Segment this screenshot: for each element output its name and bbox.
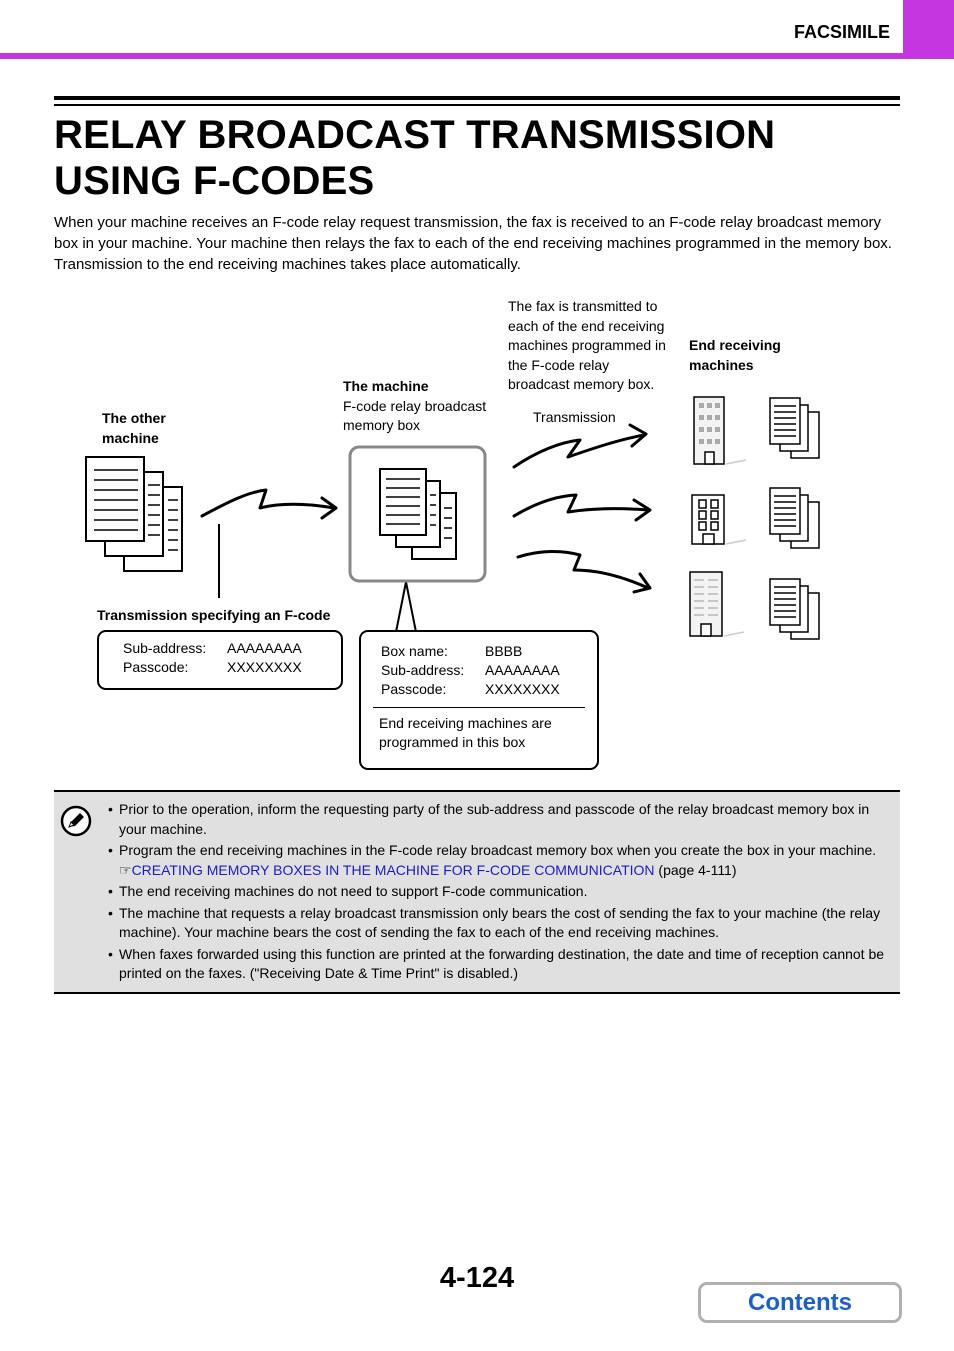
arrow-to-end-3 xyxy=(516,550,650,590)
reference-icon: ☞ xyxy=(119,861,132,878)
page-title-line1: RELAY BROADCAST TRANSMISSION xyxy=(54,113,776,157)
arrow-to-end-1 xyxy=(512,433,646,469)
document-stack-icon xyxy=(769,487,820,549)
title-rule-thin xyxy=(54,104,900,106)
fax-note: The fax is transmitted to each of the en… xyxy=(508,298,666,392)
note-item: The end receiving machines do not need t… xyxy=(108,882,894,902)
document-stack-icon xyxy=(769,397,820,459)
creating-memory-boxes-link[interactable]: CREATING MEMORY BOXES IN THE MACHINE FOR… xyxy=(131,861,655,878)
other-machine-label: The other machine xyxy=(102,410,166,446)
page-title-line2: USING F-CODES xyxy=(54,159,375,203)
note-item: Prior to the operation, inform the reque… xyxy=(108,800,894,839)
note-item: Program the end receiving machines in th… xyxy=(108,841,894,880)
arrowhead xyxy=(632,498,652,522)
callout-pointer xyxy=(395,581,417,633)
arrowhead xyxy=(628,423,648,448)
document-stack-icon xyxy=(769,578,820,640)
note-item: The machine that requests a relay broadc… xyxy=(108,904,894,943)
contents-button[interactable]: Contents xyxy=(698,1282,902,1323)
page-number: 4-124 xyxy=(439,1262,515,1294)
arrowhead xyxy=(632,572,652,594)
page-title: RELAY BROADCAST TRANSMISSION USING F-COD… xyxy=(54,112,904,204)
header-accent-tab xyxy=(903,0,954,59)
note-item: When faxes forwarded using this function… xyxy=(108,945,894,984)
the-machine-label: The machine F-code relay broadcast memor… xyxy=(343,378,487,433)
header-accent-bar xyxy=(0,53,903,59)
memory-box-info: Box name:BBBB Sub-address:AAAAAAAA Passc… xyxy=(359,630,599,770)
transmission-label: Transmission xyxy=(533,409,616,425)
title-rule xyxy=(54,96,900,100)
document-stack-icon xyxy=(85,456,183,572)
building-icon-1 xyxy=(693,396,747,465)
building-icon-2 xyxy=(691,494,747,545)
building-icon-3 xyxy=(689,571,745,637)
pencil-note-icon xyxy=(60,805,92,837)
notes-panel: Prior to the operation, inform the reque… xyxy=(54,790,900,994)
relay-diagram xyxy=(85,396,820,640)
section-title: FACSIMILE xyxy=(793,22,890,42)
arrow-to-machine xyxy=(200,488,336,518)
end-receiving-label: End receiving machines xyxy=(689,337,781,373)
arrowhead xyxy=(320,496,338,520)
fcode-info-box: Sub-address:AAAAAAAA Passcode:XXXXXXXX xyxy=(97,630,343,690)
intro-paragraph: When your machine receives an F-code rel… xyxy=(54,214,892,273)
fcode-transmission-label: Transmission specifying an F-code xyxy=(97,607,331,623)
arrow-to-end-2 xyxy=(512,493,650,518)
